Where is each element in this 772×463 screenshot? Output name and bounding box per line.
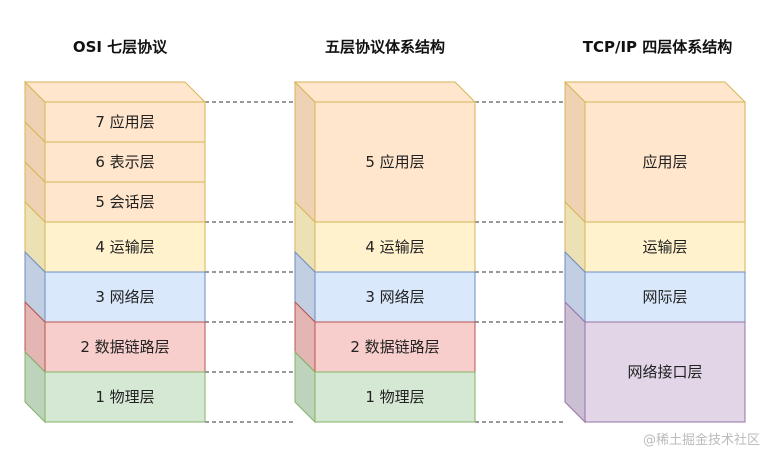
watermark: @稀土掘金技术社区 xyxy=(642,433,760,448)
layer-front-face xyxy=(44,271,206,323)
layer-front-face xyxy=(584,221,746,273)
layer-top-face xyxy=(23,81,207,103)
layer-front-face xyxy=(44,371,206,423)
layer-side-face xyxy=(294,80,316,224)
layer-label: 4 运输层 xyxy=(95,238,154,256)
layer-label: 5 会话层 xyxy=(95,193,154,211)
layer-front-face xyxy=(44,181,206,223)
layer-label: 运输层 xyxy=(642,238,687,256)
layer-label: 5 应用层 xyxy=(365,153,424,171)
layer-top-face xyxy=(563,81,747,103)
layer-front-face xyxy=(314,271,476,323)
stack-1: 5 应用层 4 运输层 3 网络层 2 数据链路层 1 物理层 xyxy=(293,80,477,424)
layer-front-face xyxy=(584,321,746,423)
layer-label: 网络接口层 xyxy=(627,363,702,381)
layer-label: 4 运输层 xyxy=(365,238,424,256)
layer-label: 2 数据链路层 xyxy=(80,338,169,356)
layer-front-face xyxy=(44,101,206,143)
layer-label: 网际层 xyxy=(642,288,687,306)
layer-top-face xyxy=(293,81,477,103)
layer-front-face xyxy=(314,321,476,373)
layer-front-face xyxy=(44,321,206,373)
layer-label: 3 网络层 xyxy=(365,288,424,306)
layer-label: 应用层 xyxy=(642,153,687,171)
connector-lines xyxy=(205,101,565,423)
layer-label: 1 物理层 xyxy=(95,388,154,406)
layer-side-face xyxy=(564,80,586,224)
layer-label: 2 数据链路层 xyxy=(350,338,439,356)
layer-label: 3 网络层 xyxy=(95,288,154,306)
layer-label: 6 表示层 xyxy=(95,153,154,171)
layer-front-face xyxy=(584,101,746,223)
layer-front-face xyxy=(314,371,476,423)
layer-label: 1 物理层 xyxy=(365,388,424,406)
layer-label: 7 应用层 xyxy=(95,113,154,131)
layer-front-face xyxy=(44,221,206,273)
stack-0: 7 应用层 6 表示层 5 会话层 4 运输层 3 网络层 2 数据链路层 1 物理层 xyxy=(23,80,207,424)
layer-front-face xyxy=(314,101,476,223)
osi-title: OSI 七层协议 xyxy=(72,38,168,56)
layer-side-face xyxy=(564,300,586,424)
tcpip-title: TCP/IP 四层体系结构 xyxy=(582,38,733,56)
five-layer-title: 五层协议体系结构 xyxy=(324,38,445,56)
